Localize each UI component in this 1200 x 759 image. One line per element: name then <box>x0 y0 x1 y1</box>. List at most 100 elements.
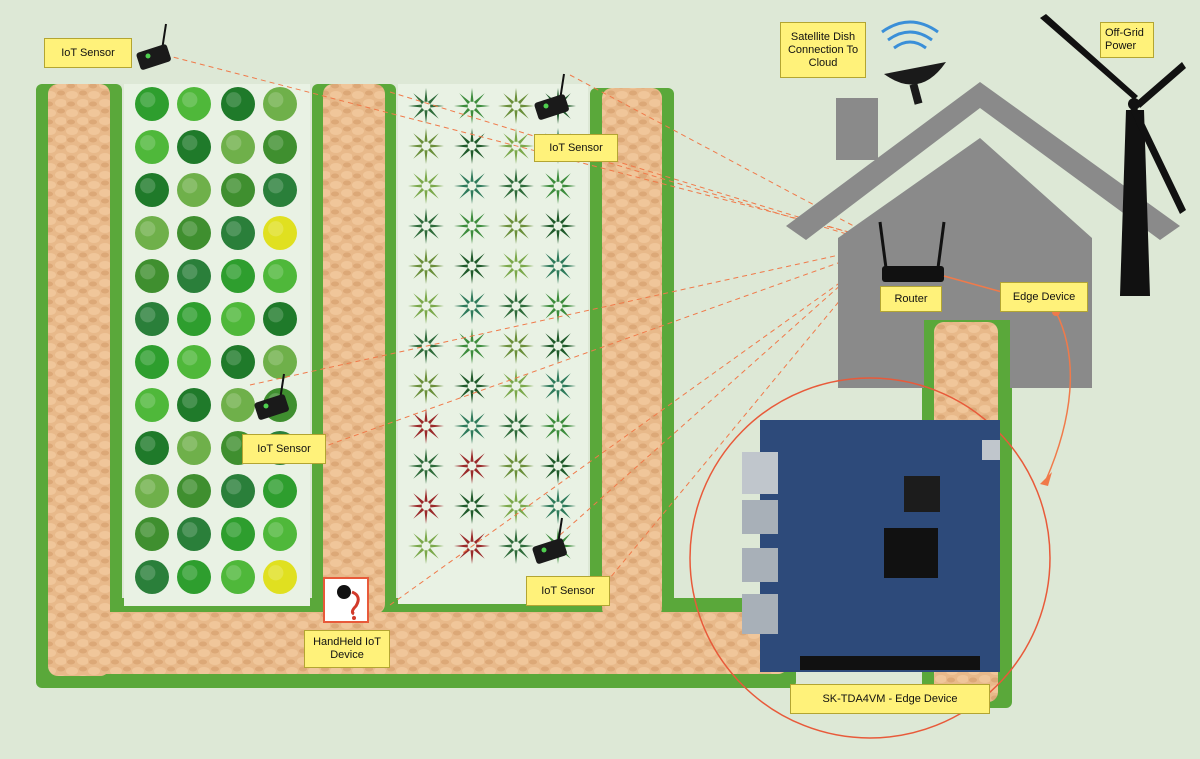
plant-icon <box>177 431 211 465</box>
plant-icon <box>540 288 576 324</box>
label-router: Router <box>880 286 942 312</box>
plant-icon <box>263 173 297 207</box>
plant-icon <box>408 368 444 404</box>
plant-icon <box>177 173 211 207</box>
plant-icon <box>177 87 211 121</box>
plant-icon <box>135 259 169 293</box>
plant-icon <box>408 128 444 164</box>
plant-icon <box>221 517 255 551</box>
label-off-grid-power: Off-Grid Power <box>1100 22 1154 58</box>
plant-icon <box>408 88 444 124</box>
iot-sensor-icon <box>136 23 171 70</box>
plant-icon <box>221 388 255 422</box>
plant-icon <box>135 130 169 164</box>
plant-icon <box>263 560 297 594</box>
label-handheld-iot-device: HandHeld IoT Device <box>304 630 390 668</box>
label-iot-sensor-top-middle: IoT Sensor <box>534 134 618 162</box>
plant-icon <box>263 302 297 336</box>
plant-icon <box>540 208 576 244</box>
plant-icon <box>221 130 255 164</box>
plant-icon <box>540 168 576 204</box>
plant-icon <box>454 128 490 164</box>
plant-icon <box>408 168 444 204</box>
plant-icon <box>540 368 576 404</box>
plant-icon <box>408 328 444 364</box>
plant-icon <box>498 208 534 244</box>
router-icon <box>878 221 1003 293</box>
plant-icon <box>454 448 490 484</box>
plant-icon <box>454 328 490 364</box>
plant-icon <box>177 560 211 594</box>
plant-icon <box>498 288 534 324</box>
plant-icon <box>221 474 255 508</box>
plant-icon <box>177 130 211 164</box>
plant-icon <box>540 488 576 524</box>
label-iot-sensor-bottom-middle: IoT Sensor <box>526 576 610 606</box>
edge-highlight-circle <box>689 377 1051 739</box>
plant-icon <box>498 248 534 284</box>
plant-icon <box>498 448 534 484</box>
label-iot-sensor-left-bed: IoT Sensor <box>242 434 326 464</box>
plant-icon <box>454 88 490 124</box>
plant-icon <box>454 208 490 244</box>
plant-icon <box>135 431 169 465</box>
plant-icon <box>221 345 255 379</box>
plant-icon <box>408 448 444 484</box>
plant-icon <box>540 448 576 484</box>
handheld-device-icon <box>323 577 369 623</box>
plant-icon <box>221 302 255 336</box>
iot-sensor-icon <box>534 73 569 120</box>
plant-icon <box>454 528 490 564</box>
plant-icon <box>135 216 169 250</box>
plant-icon <box>454 488 490 524</box>
plant-icon <box>221 560 255 594</box>
plant-icon <box>135 560 169 594</box>
plant-icon <box>135 87 169 121</box>
plant-icon <box>498 168 534 204</box>
plant-icon <box>263 259 297 293</box>
plant-icon <box>454 168 490 204</box>
iot-sensor-icon <box>254 373 289 420</box>
plant-icon <box>135 345 169 379</box>
plant-icon <box>454 248 490 284</box>
plant-icon <box>177 345 211 379</box>
plant-icon <box>221 87 255 121</box>
plant-icon <box>221 216 255 250</box>
plant-icon <box>135 173 169 207</box>
plant-icon <box>177 517 211 551</box>
plant-icon <box>135 517 169 551</box>
plant-icon <box>498 328 534 364</box>
label-satellite-dish: Satellite Dish Connection To Cloud <box>780 22 866 78</box>
plant-icon <box>263 345 297 379</box>
label-iot-sensor-top-left: IoT Sensor <box>44 38 132 68</box>
plant-icon <box>263 216 297 250</box>
plant-icon <box>540 248 576 284</box>
plant-icon <box>177 302 211 336</box>
label-sk-tda4vm-edge-device: SK-TDA4VM - Edge Device <box>790 684 990 714</box>
plant-icon <box>408 208 444 244</box>
plant-icon <box>408 528 444 564</box>
plant-icon <box>408 408 444 444</box>
plant-icon <box>177 474 211 508</box>
plant-icon <box>177 388 211 422</box>
plant-icon <box>454 368 490 404</box>
plant-icon <box>221 259 255 293</box>
plant-icon <box>498 408 534 444</box>
plant-icon <box>263 130 297 164</box>
plant-icon <box>498 528 534 564</box>
plant-icon <box>135 474 169 508</box>
plant-icon <box>135 302 169 336</box>
plant-icon <box>263 517 297 551</box>
plant-icon <box>263 87 297 121</box>
plant-icon <box>177 259 211 293</box>
satellite-dish-icon <box>881 20 946 105</box>
plant-icon <box>221 173 255 207</box>
plant-icon <box>177 216 211 250</box>
plant-icon <box>135 388 169 422</box>
plant-icon <box>454 408 490 444</box>
plant-icon <box>540 408 576 444</box>
plant-icon <box>498 128 534 164</box>
plant-icon <box>408 248 444 284</box>
